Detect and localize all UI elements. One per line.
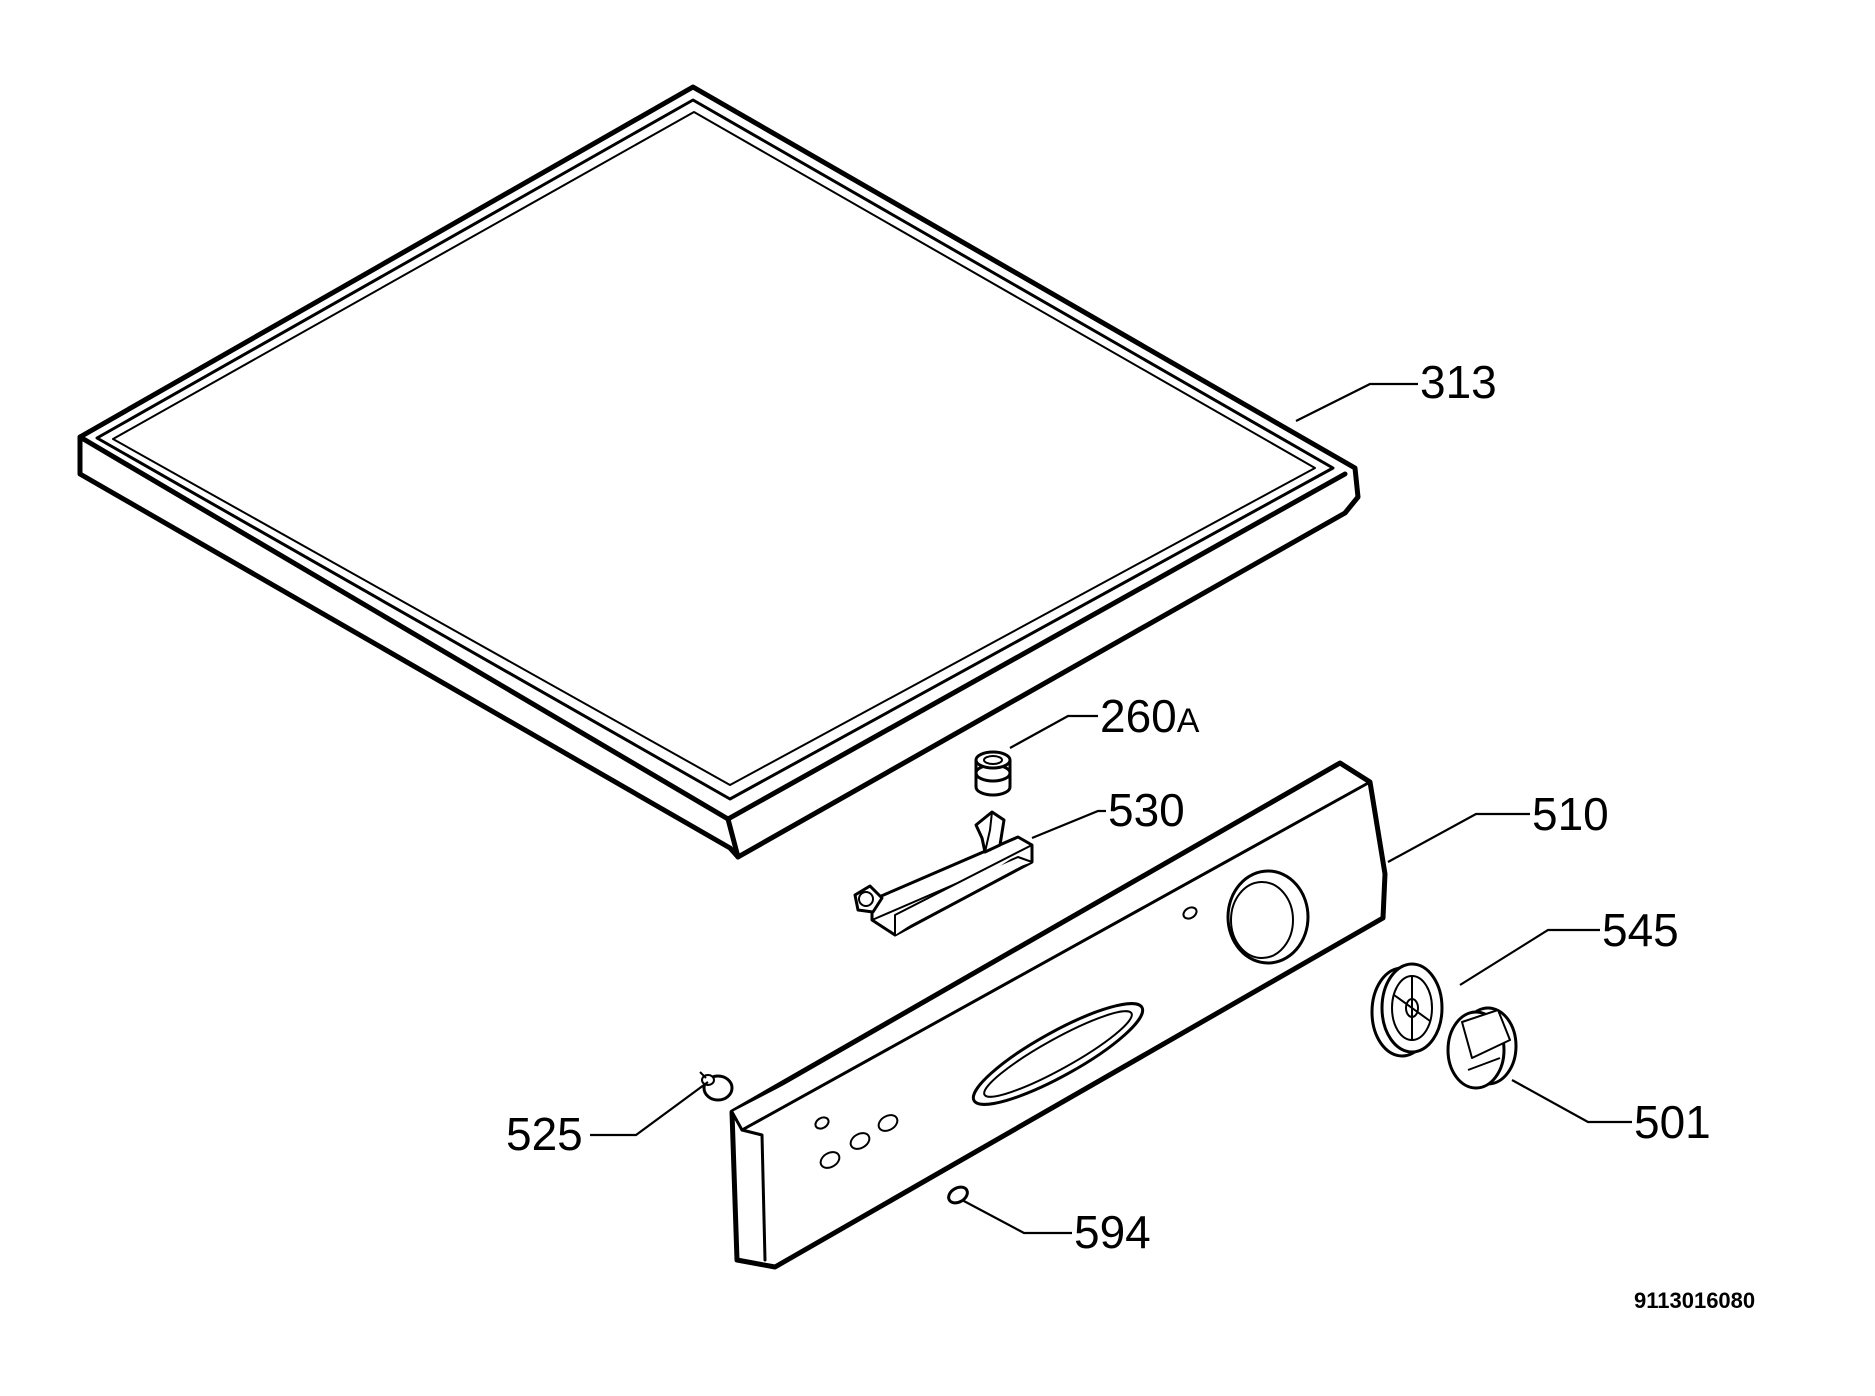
callout-501: 501 [1634,1096,1711,1148]
callout-260: 260A [1100,690,1200,742]
button-cap-part [699,1071,734,1102]
callout-530: 530 [1108,784,1185,836]
bracket-part [853,810,1034,937]
indicator-lens-part [947,1185,969,1205]
callout-545: 545 [1602,904,1679,956]
callout-525: 525 [506,1108,583,1160]
callout-510: 510 [1532,788,1609,840]
knob-bezel-part [1370,962,1444,1058]
callout-260-number: 260 [1100,690,1177,742]
callout-594: 594 [1074,1206,1151,1258]
document-number: 9113016080 [1634,1288,1755,1313]
bush-part [974,750,1012,797]
worktop-lid-part [77,84,1361,860]
callout-313: 313 [1420,356,1497,408]
knob-part [1446,1006,1518,1090]
control-panel-part [729,760,1388,1270]
callout-260-suffix: A [1177,702,1200,740]
leader-lines [590,382,1632,1235]
